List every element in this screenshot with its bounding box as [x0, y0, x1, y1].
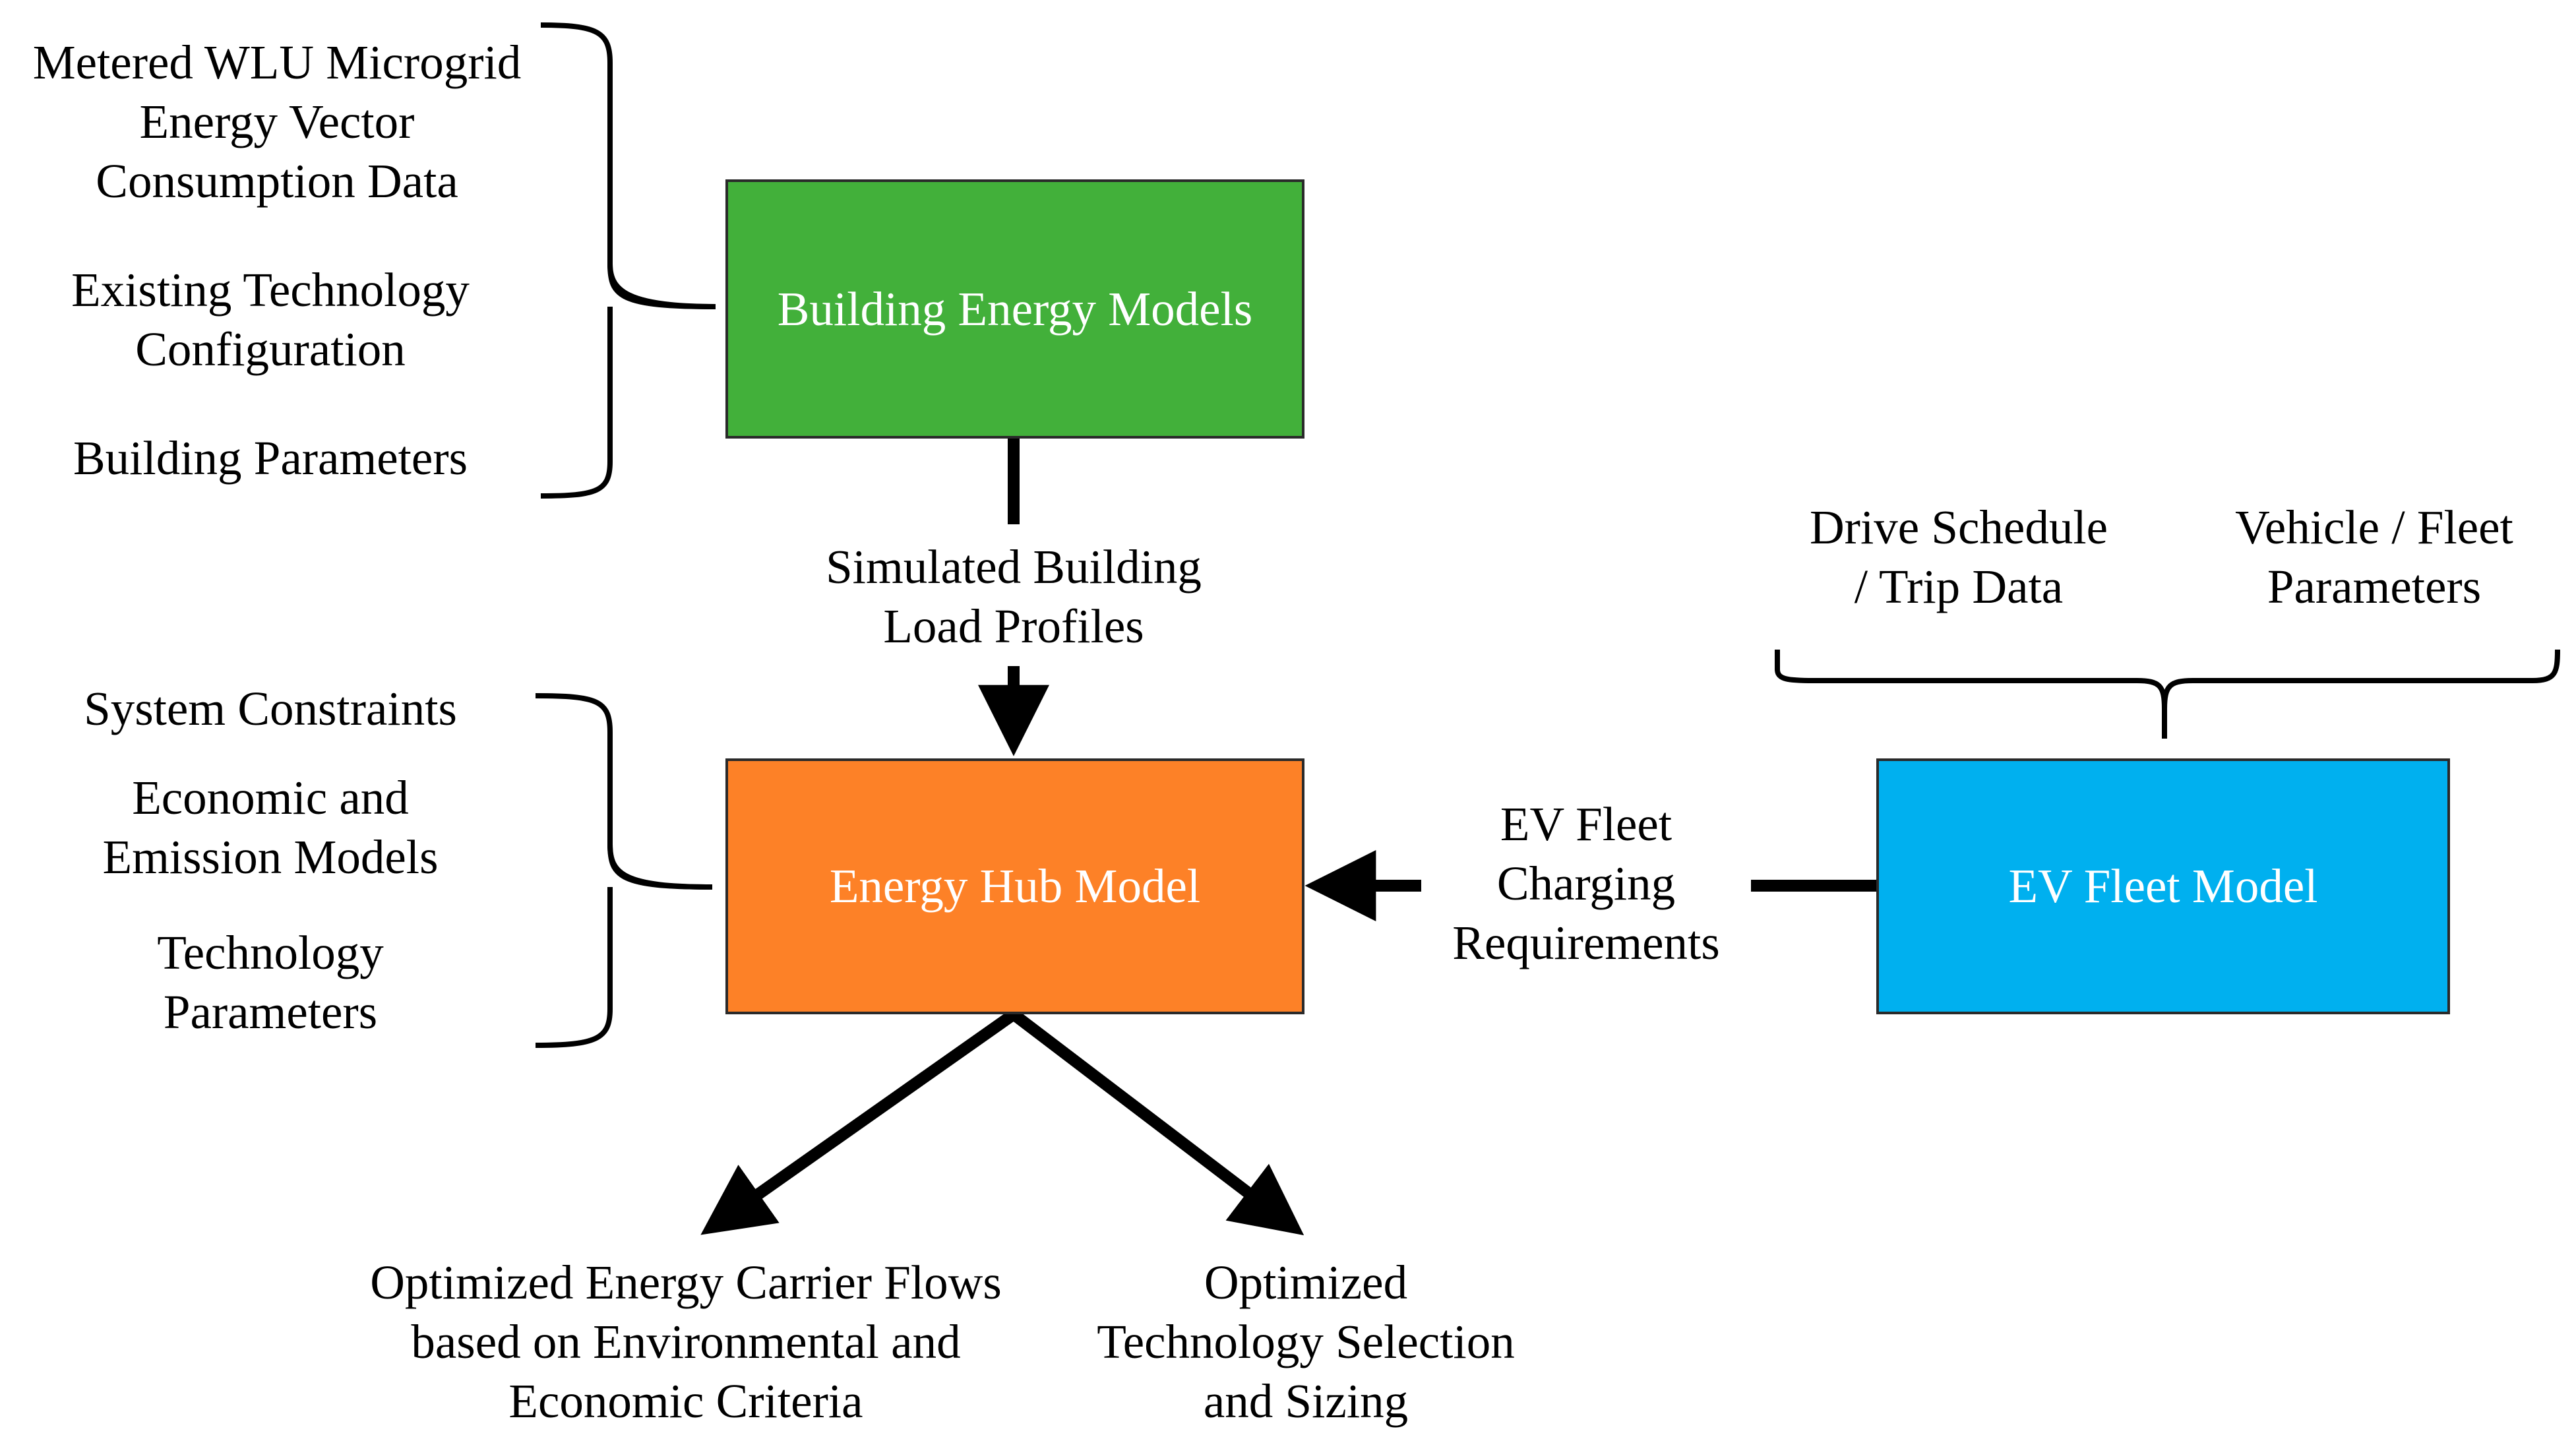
- building-energy-models-box: Building Energy Models: [725, 179, 1304, 439]
- input-technology-parameters: Technology Parameters: [157, 926, 384, 1039]
- brace-ev-inputs: [1775, 649, 2560, 739]
- energy-hub-model-label: Energy Hub Model: [829, 859, 1201, 913]
- input-system-constraints: System Constraints: [84, 682, 457, 735]
- input-metered-consumption: Metered WLU Microgrid Energy Vector Cons…: [32, 36, 522, 208]
- input-building-parameters: Building Parameters: [73, 431, 468, 485]
- input-vehicle-fleet: Vehicle / Fleet Parameters: [2235, 501, 2513, 613]
- flow-load-profiles: Simulated Building Load Profiles: [826, 540, 1202, 653]
- flow-ev-charging: EV Fleet Charging Requirements: [1452, 797, 1720, 969]
- building-energy-models-label: Building Energy Models: [777, 282, 1253, 336]
- ev-fleet-model-box: EV Fleet Model: [1876, 758, 2450, 1014]
- brace-building-inputs: [540, 22, 716, 499]
- arrow-to-tech-selection: [1010, 1009, 1304, 1236]
- input-economic-emission: Economic and Emission Models: [102, 771, 439, 884]
- arrow-to-carrier-flows: [700, 1009, 1018, 1235]
- input-drive-schedule: Drive Schedule / Trip Data: [1809, 501, 2108, 613]
- output-carrier-flows: Optimized Energy Carrier Flows based on …: [370, 1256, 1002, 1428]
- energy-hub-model-box: Energy Hub Model: [725, 758, 1304, 1014]
- output-technology-selection: Optimized Technology Selection and Sizin…: [1097, 1256, 1515, 1428]
- input-existing-technology: Existing Technology Configuration: [71, 263, 470, 376]
- brace-hub-inputs: [535, 693, 713, 1048]
- ev-fleet-model-label: EV Fleet Model: [2008, 859, 2318, 913]
